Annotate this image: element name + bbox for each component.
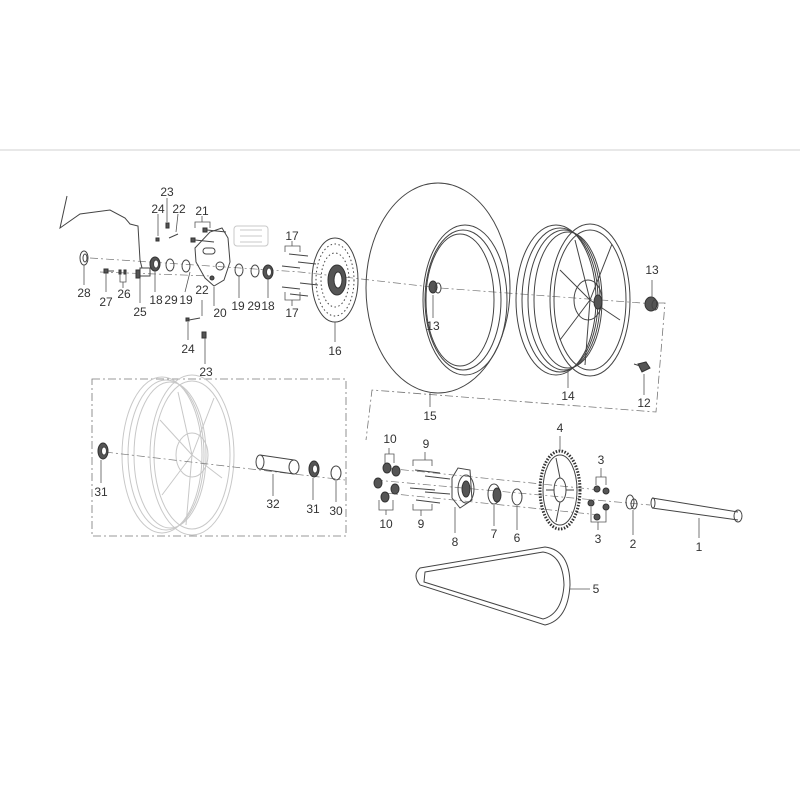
bearing-7: [487, 483, 502, 505]
callout-13-left: 13: [426, 319, 440, 333]
callout-23-lower: 23: [199, 365, 213, 379]
callout-29-right: 29: [247, 299, 261, 313]
caliper-bolts-21: [190, 227, 227, 243]
callout-13-right: 13: [645, 263, 659, 277]
callout-22-lower: 22: [195, 283, 209, 297]
callout-1: 1: [696, 540, 703, 554]
callout-18-left: 18: [149, 293, 163, 307]
o-ring-19-right: [234, 263, 244, 277]
callout-10-lower: 10: [379, 517, 393, 531]
callout-9-lower: 9: [418, 517, 425, 531]
callout-26: 26: [117, 287, 131, 301]
wheel-bearing-31-right: [308, 460, 320, 478]
callout-25: 25: [133, 305, 147, 319]
callout-7: 7: [491, 527, 498, 541]
speed-sensor-25: [135, 267, 151, 279]
callout-28: 28: [77, 286, 91, 300]
callout-27: 27: [99, 295, 113, 309]
hose-guide-lower: [185, 317, 207, 339]
rear-axle-1: [650, 497, 743, 523]
tire-valve-12: [633, 361, 651, 373]
circlip-30: [330, 465, 342, 481]
callout-31-right: 31: [306, 502, 320, 516]
callout-19-right: 19: [231, 299, 245, 313]
bearing-spacer-32: [255, 454, 300, 475]
shim-29-right: [250, 264, 260, 278]
sprocket-axis-2: [384, 467, 601, 491]
oil-seal-18-left: [149, 256, 161, 272]
callout-19-left: 19: [179, 293, 193, 307]
callout-2: 2: [630, 537, 637, 551]
sprocket-nuts-3: [587, 485, 610, 521]
callout-3-lower: 3: [595, 532, 602, 546]
brake-hose: [59, 195, 143, 269]
oil-seal-18-right: [262, 264, 274, 280]
callout-10-upper: 10: [383, 432, 397, 446]
callout-6: 6: [514, 531, 521, 545]
callout-24-upper: 24: [151, 202, 165, 216]
callout-17-lower: 17: [285, 306, 299, 320]
callout-32: 32: [266, 497, 280, 511]
callout-17-upper: 17: [285, 229, 299, 243]
callout-3-upper: 3: [598, 453, 605, 467]
drive-chain-5: [415, 546, 571, 626]
callout-31-left: 31: [94, 485, 108, 499]
circlip-6: [511, 488, 523, 506]
callout-8: 8: [452, 535, 459, 549]
sprocket-axis-1: [374, 479, 651, 506]
callout-14: 14: [561, 389, 575, 403]
caliper-bracket-20: [194, 227, 231, 287]
hose-guide-upper: [155, 222, 179, 242]
rear-rim-14: [515, 223, 631, 377]
axle-spacer-2: [625, 494, 638, 510]
callout-29-left: 29: [164, 293, 178, 307]
axle-collar-13-right: [644, 296, 659, 312]
rear-tire-15: [365, 182, 511, 394]
leader-lines: [83, 198, 700, 590]
wheel-bearing-31-left: [97, 442, 109, 460]
cush-dampers-10: [373, 462, 401, 503]
bearing-group-box: [91, 378, 347, 537]
ghost-rim: [121, 374, 235, 536]
callout-9-upper: 9: [423, 437, 430, 451]
callout-23-upper: 23: [160, 185, 174, 199]
o-ring-19-left: [181, 259, 191, 273]
upper-axis-line: [89, 257, 656, 305]
callout-24-lower: 24: [181, 342, 195, 356]
carrier-bolts-9: [409, 469, 451, 504]
brake-disc-16: [311, 237, 359, 323]
callout-22-upper: 22: [172, 202, 186, 216]
sprocket-carrier-8: [451, 467, 475, 509]
callout-15: 15: [423, 409, 437, 423]
callout-4: 4: [557, 421, 564, 435]
washers-26: [118, 269, 127, 275]
callout-12: 12: [637, 396, 651, 410]
callout-20: 20: [213, 306, 227, 320]
callout-16: 16: [328, 344, 342, 358]
shim-29-left: [165, 258, 175, 272]
disc-bolts-17: [281, 253, 319, 297]
callout-18-right: 18: [261, 299, 275, 313]
spacer-28: [79, 250, 89, 266]
axle-collar-13-left: [428, 280, 442, 294]
callout-30: 30: [329, 504, 343, 518]
tire-rim-group-box: [365, 302, 666, 441]
callout-5: 5: [593, 582, 600, 596]
brake-caliper-ghost: [233, 225, 269, 247]
rear-sprocket-4: [538, 449, 582, 531]
header-divider: [0, 149, 800, 151]
callout-21: 21: [195, 204, 209, 218]
